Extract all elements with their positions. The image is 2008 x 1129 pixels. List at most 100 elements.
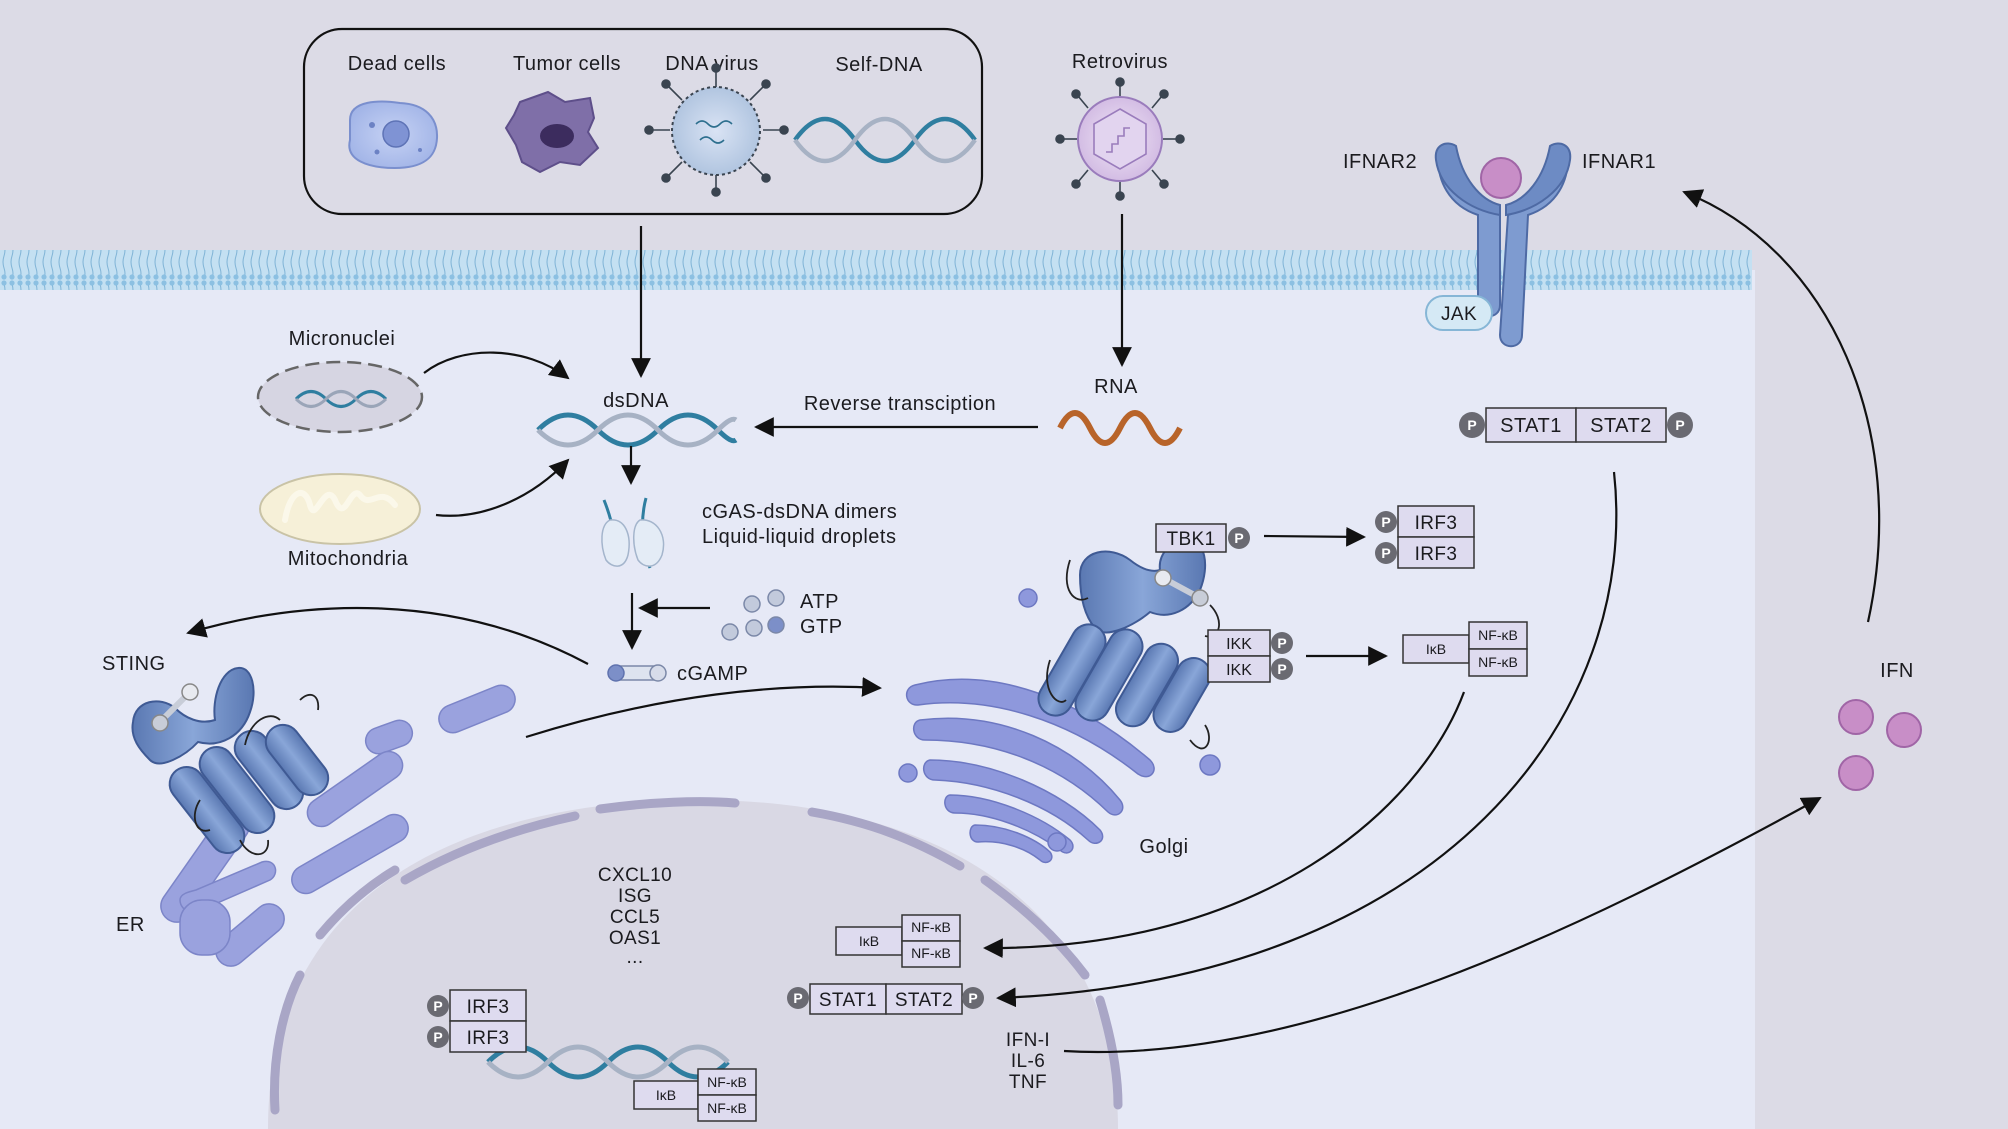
svg-text:STAT1: STAT1 <box>1500 415 1562 437</box>
svg-text:NF-κB: NF-κB <box>911 919 951 935</box>
endoplasmic-reticulum <box>160 684 516 967</box>
svg-text:IκB: IκB <box>1426 641 1446 657</box>
irf3-dimer-cytoplasm: P P IRF3 IRF3 <box>1375 505 1475 569</box>
rna-strand-icon <box>1057 410 1183 446</box>
dna-virus-label: DNA virus <box>665 53 758 75</box>
ikb-nfkb-cytoplasm: IκB NF-κB NF-κB <box>1402 621 1528 677</box>
arrow-mitochondria-to-dsdna <box>435 458 570 517</box>
atp-gtp-molecules <box>721 589 785 641</box>
arrow-ifn-output <box>1063 797 1822 1054</box>
svg-text:IKK: IKK <box>1226 662 1252 679</box>
stat-complex-cytoplasm: P STAT1 STAT2 P <box>1459 407 1693 443</box>
dna-sources-box <box>302 27 984 216</box>
svg-text:P: P <box>1234 530 1243 546</box>
svg-text:STAT2: STAT2 <box>1590 415 1652 437</box>
svg-text:P: P <box>1381 545 1390 561</box>
gtp-label: GTP <box>800 616 843 638</box>
svg-text:NF-κB: NF-κB <box>1478 654 1518 670</box>
svg-text:P: P <box>433 998 442 1014</box>
svg-text:STAT2: STAT2 <box>895 990 953 1011</box>
nuclear-dna-helix <box>486 1044 730 1080</box>
retrovirus-label: Retrovirus <box>1072 51 1168 73</box>
svg-text:IRF3: IRF3 <box>467 1028 510 1049</box>
dna-virus-icon <box>644 63 789 197</box>
svg-text:IRF3: IRF3 <box>467 997 510 1018</box>
ikb-nfkb-nucleus-upper: IκB NF-κB NF-κB <box>835 914 961 968</box>
arrow-er-to-golgi <box>525 677 882 739</box>
nucleus-gene-list: CXCL10 ISG CCL5 OAS1 ... <box>598 865 672 968</box>
svg-text:P: P <box>1467 417 1476 433</box>
pathway-arrows <box>186 189 1881 1054</box>
nuclear-envelope <box>270 797 1123 1115</box>
sting-dimer-protein <box>131 666 330 856</box>
cell-membrane <box>0 250 1752 290</box>
reverse-transcription-label: Reverse transciption <box>804 393 996 415</box>
ikk-complex: IKK IKK P P <box>1207 629 1293 683</box>
svg-text:NF-κB: NF-κB <box>911 945 951 961</box>
er-label: ER <box>116 914 145 936</box>
arrow-tbk1-to-irf3 <box>1263 526 1366 547</box>
gene-ellipsis: ... <box>626 947 643 968</box>
svg-text:IKK: IKK <box>1226 636 1252 653</box>
svg-text:NF-κB: NF-κB <box>707 1074 747 1090</box>
liquid-droplets-label: Liquid-liquid droplets <box>702 526 896 548</box>
golgi-label: Golgi <box>1139 836 1188 858</box>
output-il-6: IL-6 <box>1011 1051 1045 1072</box>
arrow-stat-to-nucleus <box>996 471 1618 1008</box>
atp-label: ATP <box>800 591 839 613</box>
svg-text:JAK: JAK <box>1441 304 1477 325</box>
dsdna-helix-icon <box>536 412 738 448</box>
gene-oas1: OAS1 <box>609 928 661 949</box>
svg-text:P: P <box>1277 661 1286 677</box>
ifnar2-label: IFNAR2 <box>1343 151 1417 173</box>
rna-label: RNA <box>1094 376 1138 398</box>
stat-complex-nucleus: P STAT1 STAT2 P <box>787 983 984 1015</box>
dead-cells-label: Dead cells <box>348 53 446 75</box>
output-ifn-i: IFN-I <box>1006 1030 1050 1051</box>
svg-text:P: P <box>968 990 977 1006</box>
golgi-apparatus <box>898 588 1221 864</box>
self-dna-label: Self-DNA <box>835 54 923 76</box>
cgas-dimers-label: cGAS-dsDNA dimers <box>702 501 897 523</box>
svg-text:IRF3: IRF3 <box>1415 544 1458 565</box>
ifnar1-label: IFNAR1 <box>1582 151 1656 173</box>
gene-ccl5: CCL5 <box>610 907 660 928</box>
ifn-label: IFN <box>1880 660 1914 682</box>
svg-text:IκB: IκB <box>859 933 879 949</box>
mitochondria-icon <box>259 473 421 545</box>
svg-text:IκB: IκB <box>656 1087 676 1103</box>
sting-golgi-protein <box>1037 538 1220 750</box>
jak-protein: JAK <box>1425 295 1493 331</box>
ifn-molecules <box>1838 699 1922 791</box>
svg-text:P: P <box>1381 514 1390 530</box>
dead-cell-icon <box>348 100 439 170</box>
tumor-cell-icon <box>504 90 600 174</box>
svg-text:NF-κB: NF-κB <box>1478 627 1518 643</box>
svg-text:P: P <box>1277 635 1286 651</box>
cgamp-molecule <box>607 664 667 682</box>
gene-isg: ISG <box>618 886 652 907</box>
cgas-dsdna-dimer-icon <box>601 497 665 569</box>
cgamp-label: cGAMP <box>677 663 748 685</box>
arrow-ifn-to-receptor <box>1682 189 1881 623</box>
svg-text:IRF3: IRF3 <box>1415 513 1458 534</box>
sting-label: STING <box>102 653 166 675</box>
mitochondria-label: Mitochondria <box>288 548 409 570</box>
svg-text:P: P <box>1675 417 1684 433</box>
svg-text:P: P <box>433 1029 442 1045</box>
svg-text:NF-κB: NF-κB <box>707 1100 747 1116</box>
retrovirus-icon <box>1055 77 1185 201</box>
output-tnf: TNF <box>1009 1072 1047 1093</box>
ikb-nfkb-nucleus-lower: IκB NF-κB NF-κB <box>633 1068 757 1122</box>
tbk1-protein: TBK1 P <box>1155 523 1250 553</box>
tumor-cells-label: Tumor cells <box>513 53 621 75</box>
nucleus-output-list: IFN-I IL-6 TNF <box>1006 1030 1050 1093</box>
self-dna-helix-icon <box>793 116 977 164</box>
gene-cxcl10: CXCL10 <box>598 865 672 886</box>
dsdna-label: dsDNA <box>603 390 669 412</box>
arrow-micronuclei-to-dsdna <box>423 351 570 380</box>
irf3-dimer-nucleus: P P IRF3 IRF3 <box>427 989 527 1053</box>
ifnar-receptor <box>1434 142 1572 348</box>
